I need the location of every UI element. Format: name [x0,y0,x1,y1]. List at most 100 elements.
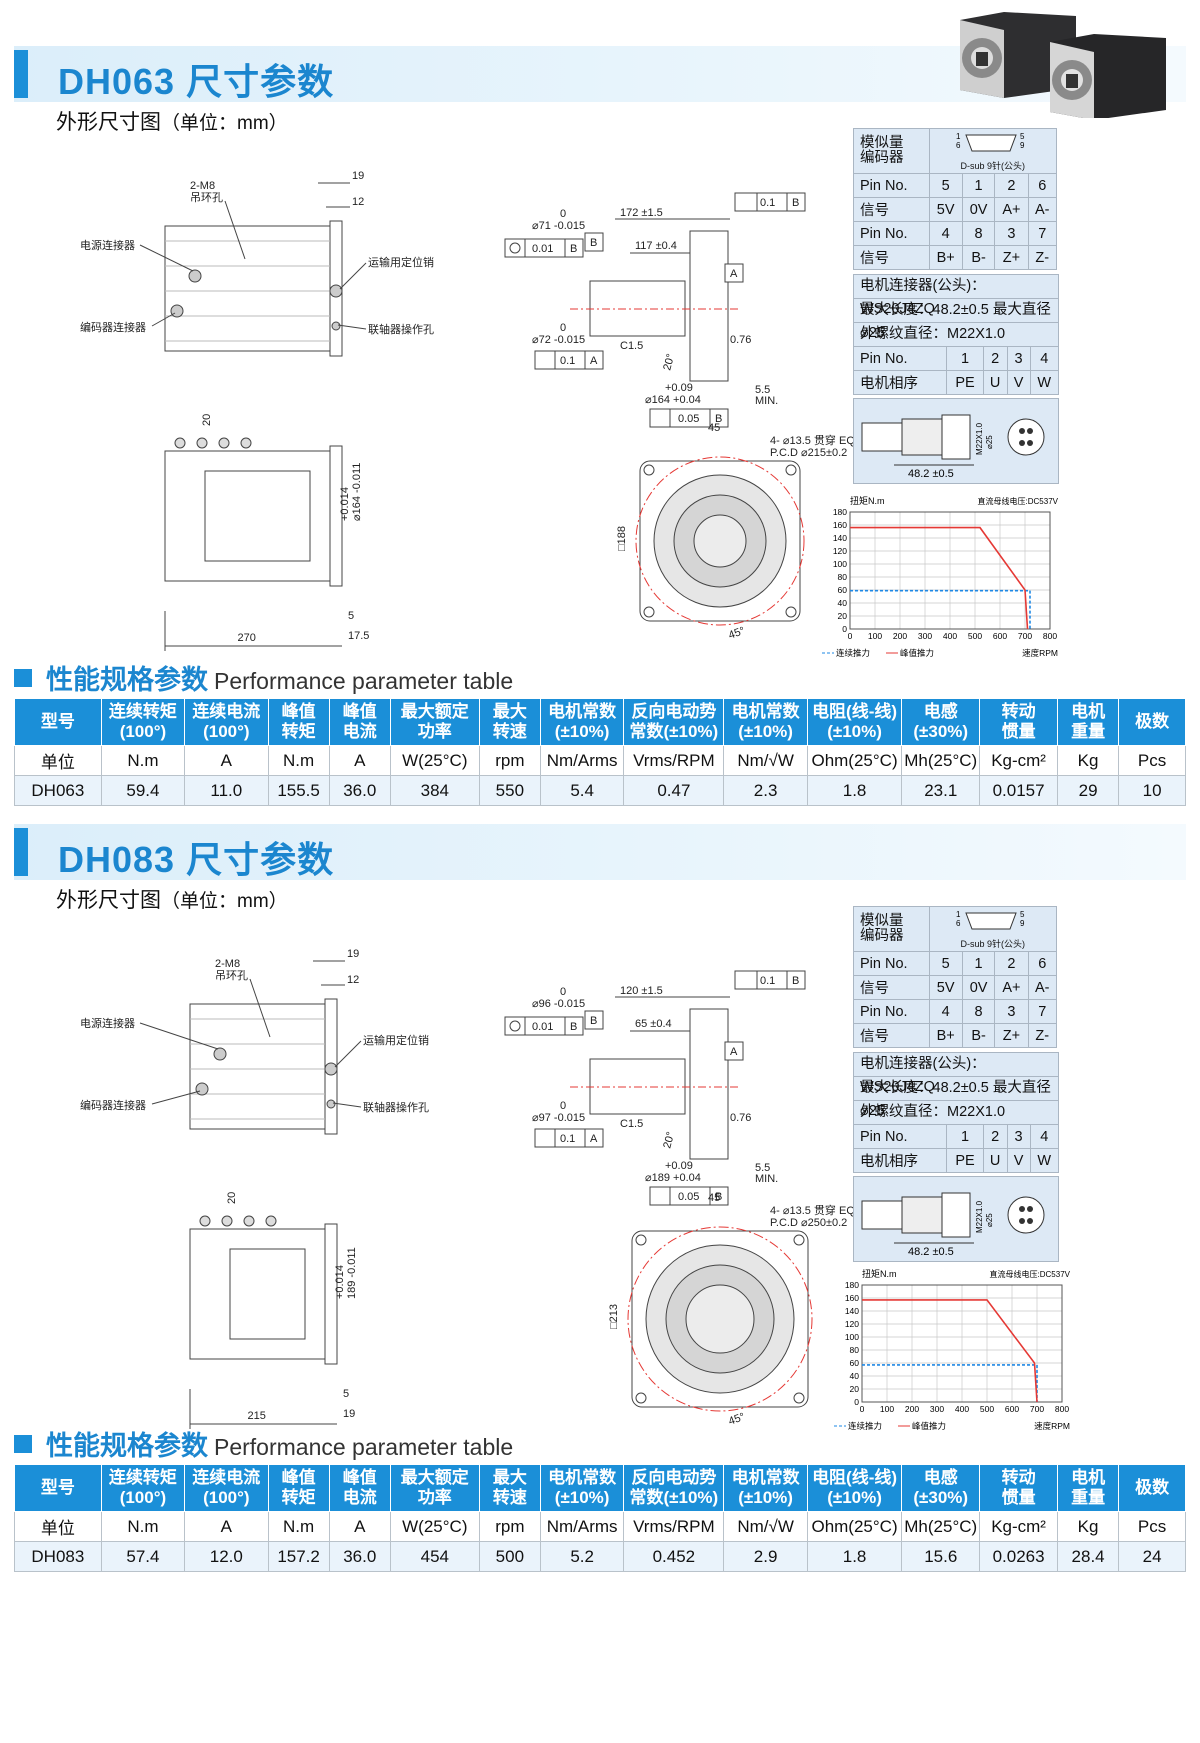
front-view-square [639,460,801,622]
chart-ytick: 120 [833,546,847,556]
perf-unit-cell: Nm/Arms [539,745,625,776]
chart-ylabel: 扭矩N.m [862,1269,897,1279]
svg-text:5: 5 [1020,132,1025,141]
chart-ytick: 160 [833,520,847,530]
chart-xlabel: 速度RPM [1034,1421,1070,1431]
encoder-cell: 2 [994,951,1029,976]
chart-ytick: 0 [854,1397,859,1407]
chart-xtick: 700 [1018,631,1032,641]
motor-pin-cell: PE [946,1148,984,1173]
encoder-cell: B+ [928,1023,963,1048]
perf-header-cell: 连续转矩 (100°) [100,698,186,746]
perf-table: 型号连续转矩 (100°)连续电流 (100°)峰值 转矩峰值 电流最大额定 功… [14,698,1186,806]
plug-thread: M22X1.0 [975,422,984,455]
tol-0-1-bottom: 0.1 [560,1133,575,1145]
chart-xtick: 800 [1043,631,1057,641]
label-locating-pin: 运输用定位销 [363,1033,429,1047]
svg-text:9: 9 [1020,141,1025,150]
drawing-subtitle: 外形尺寸图（单位：mm） [56,884,288,914]
legend-continuous: 连续推力 [836,648,870,658]
chart-ytick: 0 [842,624,847,634]
label-m8: 2-M8 [215,958,240,970]
dim-shaft-top-zero: 0 [560,208,566,220]
dim-20-deg: 20° [661,1131,677,1150]
perf-value-cell: 0.0263 [979,1541,1058,1572]
perf-value-cell: 23.1 [901,775,981,806]
chart-xlabel: 速度RPM [1022,648,1058,658]
perf-unit-cell: rpm [478,1511,541,1542]
label-mount-holes: 4- ⌀13.5 贯穿 EQS [770,1203,862,1217]
svg-text:1: 1 [956,132,961,141]
encoder-cell: 2 [994,173,1029,198]
perf-unit-cell: Vrms/RPM [623,745,725,776]
series-peak-line [850,526,1029,630]
label-pcd: P.C.D ⌀250±0.2 [770,1217,847,1229]
chart-voltage: 直流母线电压:DC537V [990,1269,1071,1279]
encoder-cell: A- [1027,197,1058,222]
perf-value-cell: 24 [1118,1541,1186,1572]
chart-xtick: 300 [930,1404,944,1414]
encoder-cell: 3 [994,221,1029,246]
datum-b-top: B [792,197,799,209]
datum-b-top: B [792,975,799,987]
coupling-hole-mark [331,321,341,331]
coupling-hole-mark [326,1099,336,1109]
encoder-cell: B- [961,1023,996,1048]
encoder-title: 模似量 编码器 [853,906,930,952]
encoder-cell: B- [961,245,996,270]
power-connector-mark [188,269,202,283]
section-accent-bar [14,828,28,876]
chart-ytick: 60 [838,585,848,595]
motor-pin-cell: U [982,1148,1008,1173]
motor-pin-label: 电机相序 [852,1148,948,1173]
dim-172: 120 ±1.5 [620,985,663,997]
perf-header-cell: 连续转矩 (100°) [100,1464,186,1512]
perf-heading-en: Performance parameter table [214,1434,514,1460]
perf-unit-cell: Mh(25°C) [901,745,981,776]
chart-ytick: 180 [845,1280,859,1290]
datum-b-pilot: B [715,413,722,425]
perf-unit-cell: Kg-cm² [979,745,1058,776]
dim-45-deg: 45° [727,625,747,642]
perf-unit-cell: W(25°C) [389,745,480,776]
encoder-cell: 6 [1027,951,1058,976]
encoder-cell: A+ [994,975,1029,1000]
motor-pin-cell: 1 [946,346,984,371]
perf-header-cell: 电机 重量 [1056,698,1120,746]
perf-unit-cell: Pcs [1118,745,1186,776]
perf-value-cell: 1.8 [806,775,903,806]
dim-45-deg: 45° [727,1411,747,1428]
perf-header-cell: 峰值 转矩 [267,698,330,746]
dim-17-5: 19 [343,1408,355,1420]
power-connector-mark [213,1047,227,1061]
legend-peak: 峰值推力 [900,648,934,658]
label-hoist-hole: 吊环孔 [190,191,223,204]
perf-header-cell: 连续电流 (100°) [184,1464,269,1512]
datum-b-ref: B [570,243,577,255]
dim-12: 12 [347,974,359,986]
label-mount-holes: 4- ⌀13.5 贯穿 EQS [770,433,862,447]
tol-0-1-bottom: 0.1 [560,355,575,367]
svg-text:6: 6 [956,919,961,928]
drawing-subtitle-text: 外形尺寸图 [56,889,161,912]
perf-value-cell: 0.0157 [979,775,1058,806]
encoder-cell: 1 [961,951,996,976]
side-view-body [189,1003,326,1130]
perf-value-cell: 0.47 [623,775,725,806]
perf-value-cell: 155.5 [267,775,330,806]
dim-45: 45 [708,422,720,434]
dim-19: 19 [352,171,364,182]
datum-a-bottom: A [590,355,598,367]
label-coupling-hole: 联轴器操作孔 [363,1100,429,1114]
dim-c1-5: C1.5 [620,1118,643,1130]
perf-header-cell: 电阻(线-线) (±10%) [806,1464,903,1512]
perf-header-row: 型号连续转矩 (100°)连续电流 (100°)峰值 转矩峰值 电流最大额定 功… [14,1464,1186,1512]
